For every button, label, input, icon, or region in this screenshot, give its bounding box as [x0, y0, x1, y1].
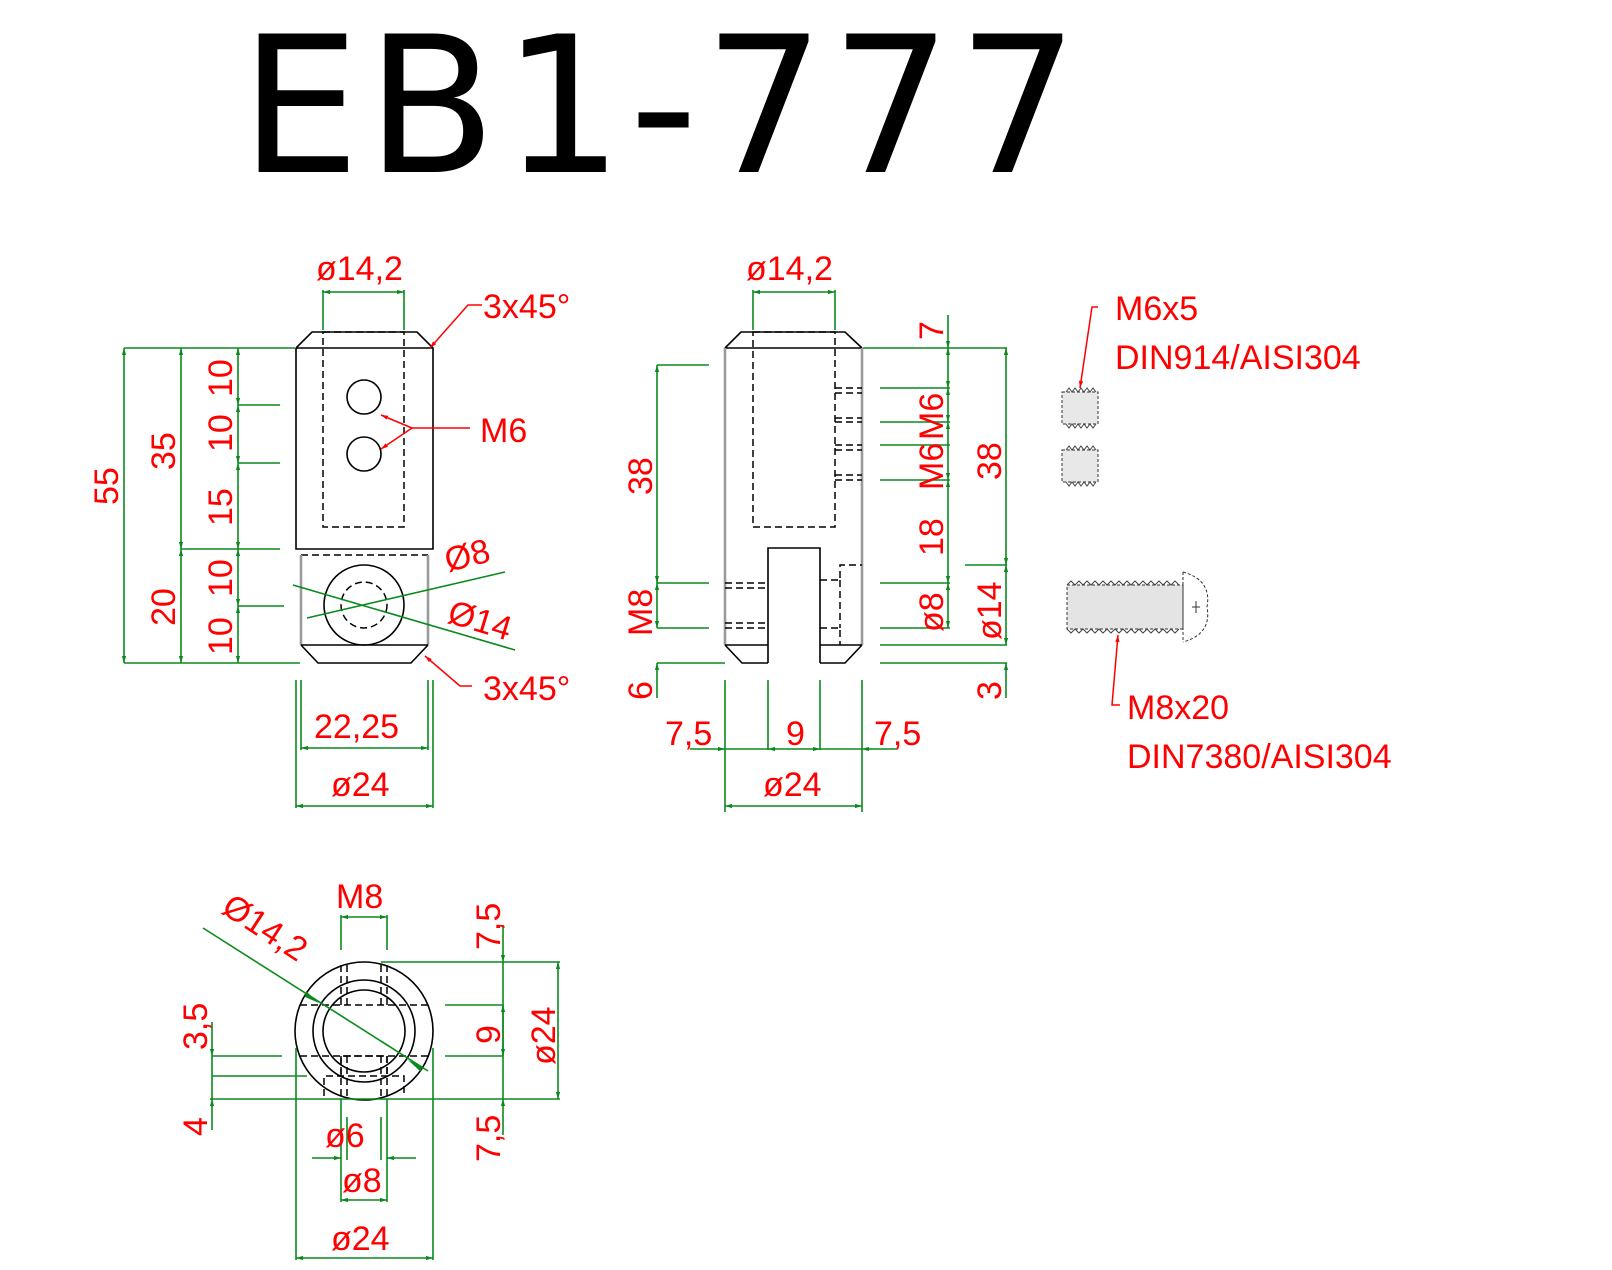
cross-hole-outer [323, 564, 405, 646]
leader-chamfer-top [429, 304, 482, 349]
side-view: ø14,2 38 M8 6 7 M6 M6 18 ø8 [622, 250, 1009, 812]
side-right-3-label: 3 [971, 681, 1009, 700]
side-right-18-label: 18 [913, 518, 951, 556]
bottom-d24-right-label: ø24 [525, 1006, 563, 1065]
side-left-m8-label: M8 [622, 589, 660, 636]
part-m8x20-spec: DIN7380/AISI304 [1127, 738, 1392, 776]
cross-hole-d8-label: Ø8 [441, 532, 494, 580]
button-head-screw-icon [1066, 571, 1209, 643]
leader-m6x5 [1078, 306, 1098, 389]
dim-20-label: 20 [145, 588, 183, 626]
bottom-d6-label: ø6 [325, 1117, 365, 1155]
chamfer-top-label: 3x45° [483, 288, 570, 326]
dim-front-d24-label: ø24 [331, 766, 390, 804]
part-m6x5-name: M6x5 [1115, 290, 1198, 328]
side-d24-label: ø24 [763, 766, 822, 804]
side-m6-holes-hidden [835, 387, 862, 481]
side-top-chamfer [724, 331, 863, 349]
side-m8-hidden [725, 564, 862, 645]
dim-line-d8 [306, 571, 506, 619]
front-bore-hidden [322, 331, 405, 528]
side-right-m6a-label: M6 [913, 393, 951, 440]
bottom-m8-hidden [323, 965, 405, 1100]
part-m8x20-name: M8x20 [1127, 689, 1229, 727]
side-right-d8-label: ø8 [913, 592, 951, 632]
m6-hole-upper [346, 379, 382, 415]
bottom-top-7-5-label: 7,5 [470, 903, 508, 950]
dim-line-d14 [292, 584, 516, 651]
slot-left-label: 7,5 [665, 715, 712, 753]
dim-10a-label: 10 [202, 359, 240, 397]
bottom-bore-label: Ø14,2 [216, 887, 314, 969]
drawing-title: EB1-777 [240, 0, 1085, 217]
bottom-mid-circle [312, 979, 416, 1083]
m6-label: M6 [480, 412, 527, 450]
dim-22-25-label: 22,25 [314, 708, 399, 746]
side-right-d14-label: ø14 [971, 581, 1009, 640]
dim-15-label: 15 [202, 488, 240, 526]
parts-list: M6x5 DIN914/AISI304 M8x20 DIN7380/AISI30… [1061, 290, 1392, 776]
dim-10c-label: 10 [202, 559, 240, 597]
side-bore-hidden [752, 331, 836, 528]
front-view: ø14,2 3x45° M6 Ø8 Ø14 3x45° 55 35 20 10 [88, 250, 570, 809]
side-slot [767, 547, 821, 663]
bottom-m8-label: M8 [336, 878, 383, 916]
side-top-bore-label: ø14,2 [746, 250, 833, 288]
cross-hole-d14-label: Ø14 [444, 593, 517, 648]
leader-chamfer-bottom [424, 655, 472, 687]
leader-m8x20 [1111, 634, 1120, 706]
dim-10b-label: 10 [202, 414, 240, 452]
bottom-d24-label: ø24 [331, 1220, 390, 1258]
m6-hole-lower [346, 436, 382, 472]
front-top-bore-label: ø14,2 [316, 250, 403, 288]
side-left-38-label: 38 [622, 457, 660, 495]
bottom-bottom-7-5-label: 7,5 [470, 1115, 508, 1162]
set-screw-icon [1061, 445, 1099, 487]
side-right-38-label: 38 [971, 442, 1009, 480]
chamfer-bottom-label: 3x45° [483, 670, 570, 708]
dim-line-bottom-d14-2 [202, 927, 429, 1072]
front-body-upper [295, 331, 434, 550]
bottom-slot-9-label: 9 [470, 1025, 508, 1044]
side-left-6-label: 6 [622, 681, 660, 700]
side-right-7-label: 7 [913, 321, 951, 340]
cross-hole-inner [340, 581, 388, 629]
bottom-outer-circle [294, 961, 434, 1101]
bottom-3-5-label: 3,5 [177, 1003, 215, 1050]
bottom-inner-circle [322, 989, 406, 1073]
front-bottom-chamfer [300, 644, 429, 664]
dim-55-label: 55 [88, 467, 126, 505]
part-m6x5-spec: DIN914/AISI304 [1115, 339, 1361, 377]
slot-right-label: 7,5 [874, 715, 921, 753]
dim-35-label: 35 [145, 432, 183, 470]
bottom-view: Ø14,2 M8 7,5 9 7,5 ø24 3,5 4 [177, 878, 563, 1261]
set-screw-icon [1061, 387, 1099, 429]
bottom-d8-label: ø8 [342, 1162, 382, 1200]
bottom-4-label: 4 [177, 1117, 215, 1136]
slot-width-label: 9 [786, 715, 805, 753]
side-right-m6b-label: M6 [913, 443, 951, 490]
dim-10d-label: 10 [202, 617, 240, 655]
